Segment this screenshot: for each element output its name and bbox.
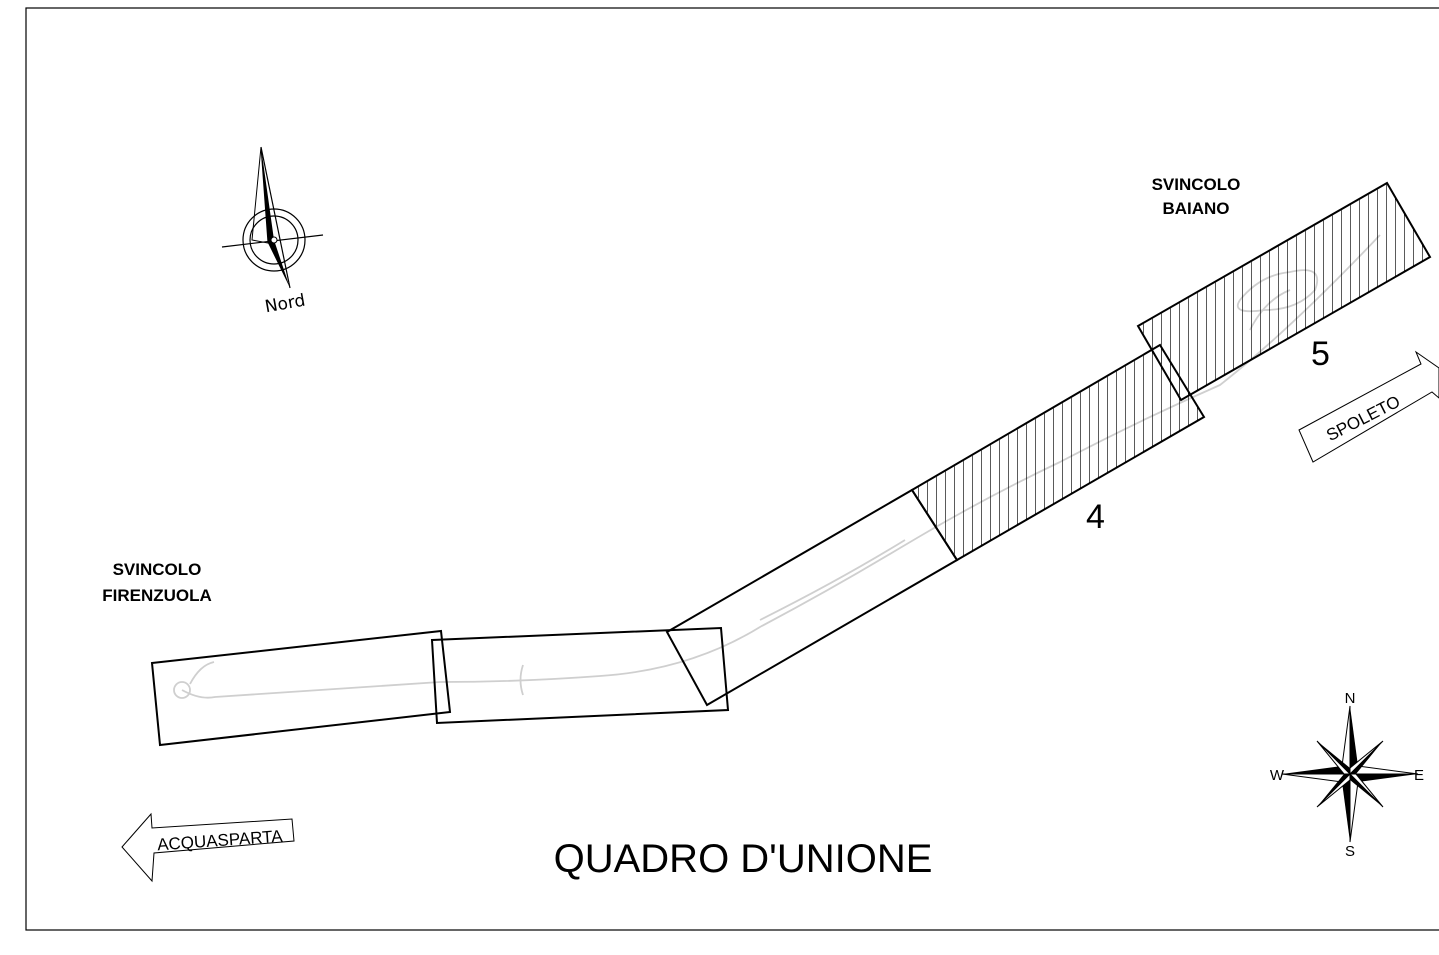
compass-s: S: [1345, 843, 1355, 860]
north-arrow: Nord: [221, 146, 324, 318]
compass-w: W: [1270, 767, 1285, 784]
page-title: QUADRO D'UNIONE: [554, 837, 933, 881]
acquasparta-direction-arrow: ACQUASPARTA: [121, 812, 295, 883]
compass-n: N: [1345, 690, 1356, 707]
svincolo-firenzuola-line2: FIRENZUOLA: [102, 586, 212, 605]
east-arrow-icon: [1298, 350, 1439, 463]
sheet-frame-4: [910, 343, 1206, 562]
sheet-frame-2: [430, 626, 730, 725]
north-needle-icon: [261, 147, 290, 288]
spoleto-label: SPOLETO: [1323, 392, 1403, 445]
drawing-frame: [25, 7, 1439, 931]
compass-rose: N S E W: [1270, 690, 1424, 860]
north-label: Nord: [263, 291, 306, 318]
sheet-number-4: 4: [1086, 498, 1105, 536]
svincolo-baiano-line2: BAIANO: [1162, 199, 1229, 218]
sheet-number-5: 5: [1311, 335, 1330, 373]
acquasparta-label: ACQUASPARTA: [157, 827, 284, 855]
compass-star-icon: [1281, 705, 1419, 843]
svincolo-baiano-line1: SVINCOLO: [1152, 175, 1241, 194]
svincolo-firenzuola-line1: SVINCOLO: [113, 560, 202, 579]
compass-e: E: [1414, 767, 1424, 784]
sheet-frame-3: [665, 488, 959, 707]
west-arrow-icon: [121, 812, 295, 883]
sheet-frame-1: [150, 629, 452, 747]
sheet-frame-5: [1136, 181, 1432, 402]
